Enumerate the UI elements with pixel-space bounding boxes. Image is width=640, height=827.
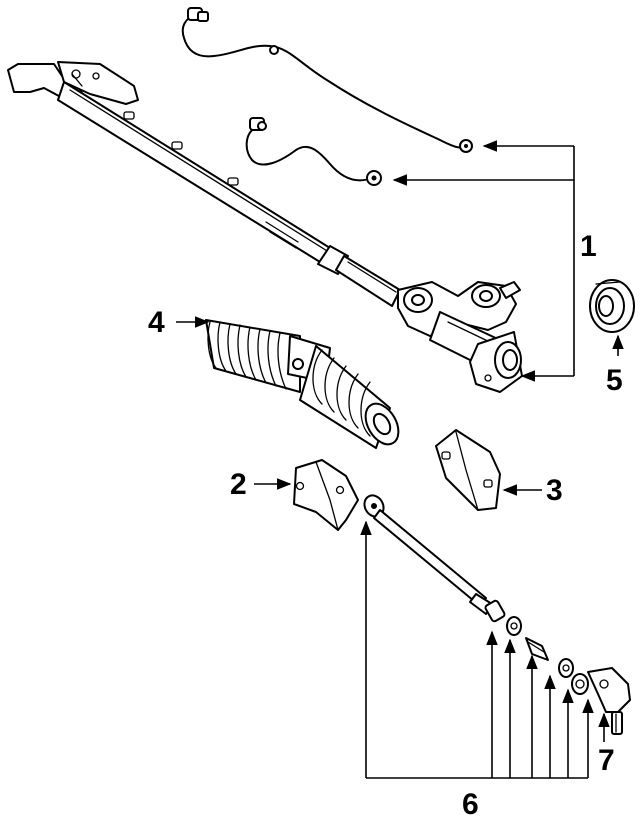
rack-mount-bracket-right[interactable] — [435, 429, 501, 511]
steering-rack-assembly[interactable] — [7, 61, 523, 393]
return-line[interactable] — [245, 117, 382, 186]
pressure-line[interactable] — [181, 7, 473, 153]
rack-mount-bracket-left[interactable] — [293, 459, 359, 531]
tie-rod-end[interactable] — [587, 667, 631, 735]
callout-3: 3 — [546, 474, 563, 507]
callout-6: 6 — [462, 788, 479, 821]
leader-lines — [176, 140, 624, 779]
callout-1: 1 — [580, 230, 597, 263]
pinion-seal[interactable] — [589, 279, 635, 333]
callout-7: 7 — [598, 744, 615, 777]
callout-5: 5 — [606, 364, 623, 397]
callout-2: 2 — [230, 468, 247, 501]
rack-boot[interactable] — [205, 319, 405, 450]
callout-4: 4 — [148, 306, 165, 339]
inner-tie-rod[interactable] — [361, 492, 589, 695]
